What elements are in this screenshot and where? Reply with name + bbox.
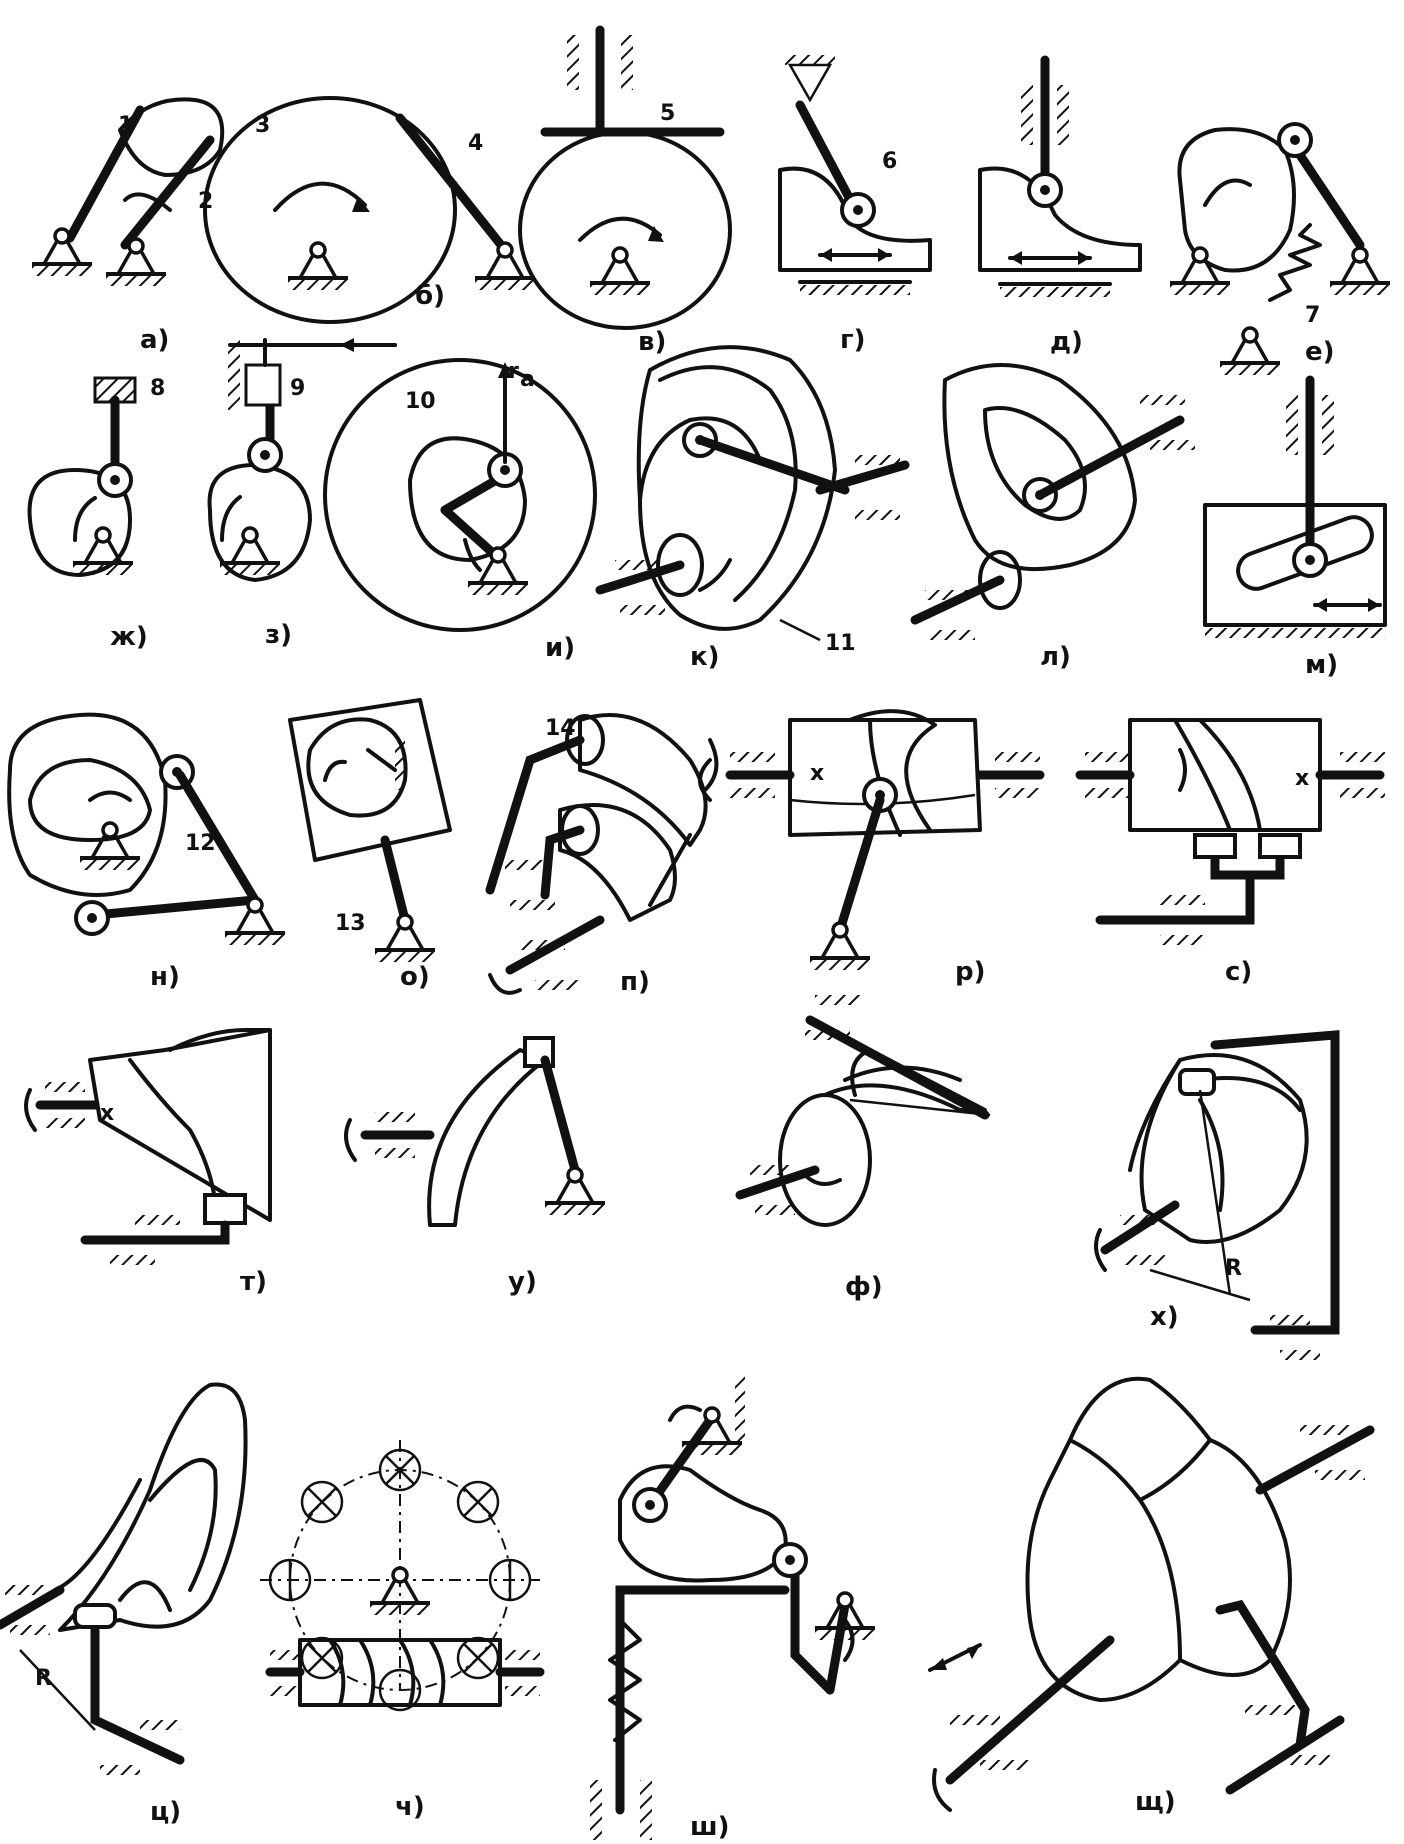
part-1: 1 xyxy=(118,113,133,138)
part-9: 9 xyxy=(290,376,305,401)
sublabel-g: г) xyxy=(840,325,865,355)
sublabel-e: е) xyxy=(1305,337,1335,367)
sublabel-t: т) xyxy=(240,1267,267,1297)
annotation-R-ts: R xyxy=(35,1666,52,1691)
part-11: 11 xyxy=(825,631,856,656)
mechanism-ch: ч) xyxy=(260,1440,545,1822)
sublabel-o: о) xyxy=(400,962,430,992)
mechanism-m: м) xyxy=(1203,375,1387,680)
part-6: 6 xyxy=(882,149,897,174)
part-7: 7 xyxy=(1305,303,1320,328)
sublabel-i: и) xyxy=(545,633,575,663)
part-8: 8 xyxy=(150,376,165,401)
annotation-x-s: x xyxy=(1295,766,1309,791)
sublabel-n: н) xyxy=(150,962,180,992)
mechanism-o: 13 о) xyxy=(288,698,452,992)
sublabel-ch: ч) xyxy=(395,1792,425,1822)
sublabel-f: ф) xyxy=(845,1272,883,1302)
mechanism-n: 12 н) xyxy=(7,712,287,992)
sublabel-d: д) xyxy=(1050,327,1083,357)
mechanism-b: 3 4 б) xyxy=(203,96,537,324)
mechanism-i: 10 r a и) xyxy=(323,358,597,663)
sublabel-k: к) xyxy=(690,642,720,672)
mechanism-g: 6 г) xyxy=(778,55,932,355)
part-5: 5 xyxy=(660,101,675,126)
part-14: 14 xyxy=(545,716,576,741)
mechanism-z: 9 з) xyxy=(207,338,397,650)
mechanism-p: 14 п) xyxy=(485,713,719,997)
sublabel-p: п) xyxy=(620,967,650,997)
mechanism-f: ф) xyxy=(735,995,991,1302)
part-13: 13 xyxy=(335,911,366,936)
sublabel-v: в) xyxy=(638,327,666,357)
part-10: 10 xyxy=(405,389,436,414)
mechanism-kh: R х) xyxy=(1094,1030,1340,1360)
sublabel-kh: х) xyxy=(1150,1302,1179,1332)
mechanism-s: x с) xyxy=(1075,718,1385,987)
sublabel-zh: ж) xyxy=(110,622,148,652)
mechanism-ts: R ц) xyxy=(0,1382,248,1827)
sublabel-m: м) xyxy=(1305,650,1338,680)
follower-roller-set xyxy=(268,1448,532,1712)
annotation-ra: r xyxy=(508,359,519,384)
sublabel-a: а) xyxy=(140,325,169,355)
mechanism-shch: щ) xyxy=(928,1376,1375,1817)
mechanism-k: 11 к) xyxy=(595,345,910,672)
sublabel-z: з) xyxy=(265,620,292,650)
mechanism-u: у) xyxy=(344,1036,607,1297)
sublabel-s: с) xyxy=(1225,957,1252,987)
sublabel-shch: щ) xyxy=(1135,1787,1176,1817)
sublabel-u: у) xyxy=(508,1267,537,1297)
mechanism-zh: 8 ж) xyxy=(27,376,165,652)
annotation-x-r: x xyxy=(810,761,824,786)
sublabel-l: л) xyxy=(1040,642,1071,672)
mechanism-l: л) xyxy=(910,363,1195,672)
sublabel-r: р) xyxy=(955,957,986,987)
part-4: 4 xyxy=(468,131,483,156)
mechanism-a: 1 2 а) xyxy=(30,97,225,355)
sublabel-sh: ш) xyxy=(690,1812,730,1842)
mechanism-e: 7 е) xyxy=(1168,122,1392,377)
annotation-x-t: x xyxy=(100,1101,114,1126)
mechanism-sh: ш) xyxy=(590,1375,877,1842)
part-12: 12 xyxy=(185,831,216,856)
annotation-ra-sub: a xyxy=(520,367,535,392)
mechanism-v: 5 в) xyxy=(518,25,732,357)
mechanism-t: x т) xyxy=(24,1028,272,1297)
sublabel-b: б) xyxy=(415,281,445,311)
mechanism-d: д) xyxy=(978,55,1142,357)
sublabel-ts: ц) xyxy=(150,1797,181,1827)
annotation-R-kh: R xyxy=(1225,1256,1242,1281)
mechanism-r: x р) xyxy=(698,709,1045,987)
part-3: 3 xyxy=(255,113,270,138)
